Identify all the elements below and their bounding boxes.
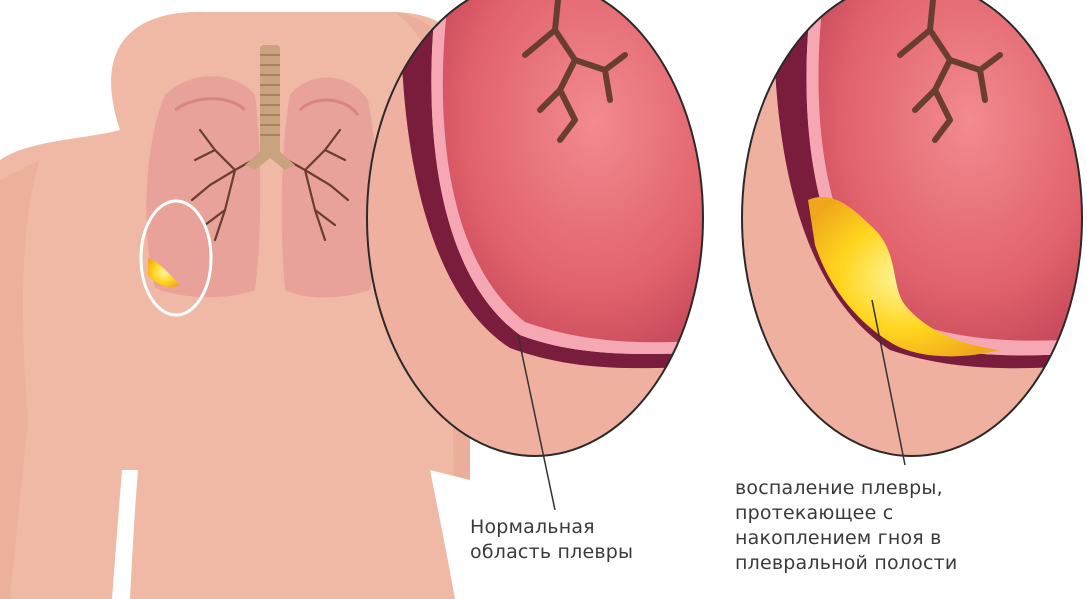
empyema-label-line: протекающее с bbox=[735, 501, 957, 526]
empyema-label-line: плевральной полости bbox=[735, 551, 957, 576]
empyema-label: воспаление плевры, протекающее с накопле… bbox=[735, 476, 957, 576]
empyema-label-line: воспаление плевры, bbox=[735, 476, 957, 501]
magnified-lens-icon bbox=[735, 0, 1087, 470]
normal-pleura-label-line: Нормальная bbox=[470, 515, 633, 540]
normal-pleura-label: Нормальная область плевры bbox=[470, 515, 633, 565]
normal-pleura-label-line: область плевры bbox=[470, 540, 633, 565]
empyema-label-line: накоплением гноя в bbox=[735, 526, 957, 551]
